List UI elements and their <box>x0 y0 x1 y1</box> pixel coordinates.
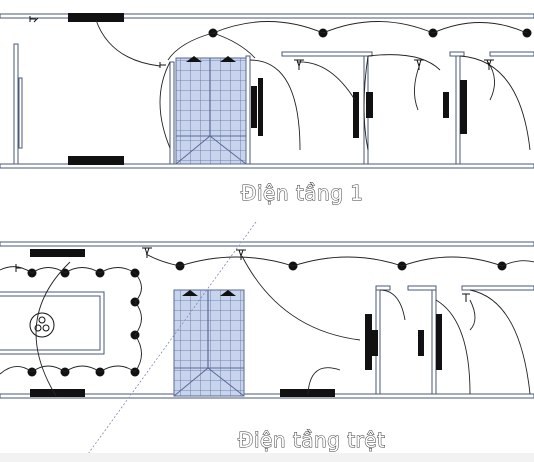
wall-switch-icon <box>484 59 494 70</box>
socket-block-icon <box>353 92 359 138</box>
wall-switch-icon <box>142 247 152 258</box>
socket-block-icon <box>460 80 467 134</box>
socket-block-icon <box>418 330 424 356</box>
floor-tret-switches <box>15 247 470 302</box>
floor-tret-walls <box>0 241 534 399</box>
floor-tret-wiring <box>0 253 534 397</box>
floor-1-window <box>18 77 23 149</box>
floor-tret-plan <box>0 221 534 455</box>
socket-block-icon <box>68 156 124 165</box>
floor-1-staircase <box>175 56 247 165</box>
wall-switch-icon <box>236 249 246 260</box>
wall-switch-icon <box>294 59 304 70</box>
floor-1-walls <box>0 13 534 169</box>
footer-bar <box>0 453 534 462</box>
socket-block-icon <box>251 86 257 128</box>
floor-1-wiring <box>167 21 528 111</box>
socket-block-icon <box>365 314 372 370</box>
wall-switch-icon <box>15 264 22 272</box>
floor-tret-staircase <box>173 289 245 397</box>
floor-1-plan <box>0 13 534 169</box>
floor-1-caption: Điện tầng 1 <box>240 181 364 206</box>
floor-1-ceiling-lights <box>208 28 532 38</box>
socket-block-icon <box>372 330 378 356</box>
floor-tret-socket-blocks <box>30 249 442 397</box>
socket-block-icon <box>258 78 263 136</box>
socket-block-icon <box>436 314 442 370</box>
socket-block-icon <box>280 389 335 397</box>
floor-tret-caption: Điện tầng trệt <box>237 428 386 453</box>
socket-block-icon <box>68 13 124 22</box>
socket-block-icon <box>30 249 85 257</box>
socket-block-icon <box>30 389 85 397</box>
ceiling-fan-icon <box>29 312 55 338</box>
wall-switch-icon <box>414 59 424 70</box>
floor-tret-door-swings <box>307 289 531 395</box>
socket-block-icon <box>443 92 449 118</box>
floor-1-door-swings <box>95 19 531 151</box>
floor-1-socket-blocks <box>68 13 467 165</box>
wall-switch-icon <box>29 16 39 23</box>
wall-switch-icon <box>159 62 166 68</box>
floor-1-switches <box>29 16 494 70</box>
socket-block-icon <box>366 92 373 118</box>
wall-switch-icon <box>462 293 470 302</box>
floor-tret-fan-room <box>0 291 105 355</box>
